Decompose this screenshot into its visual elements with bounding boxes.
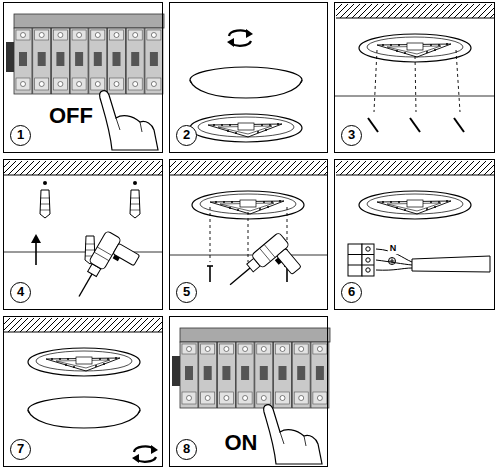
step-number: 4: [10, 282, 31, 303]
step-panel: 3: [334, 2, 495, 153]
step-panel: 7: [3, 316, 163, 467]
step-label: OFF: [47, 104, 95, 128]
step-panel: 6N: [334, 159, 495, 310]
step-panel: 4: [3, 159, 163, 310]
step-panel: 2: [169, 2, 328, 153]
step-number: 2: [176, 125, 197, 146]
step-number: 1: [10, 125, 31, 146]
step-label: ON: [223, 431, 260, 455]
step-number: 5: [176, 282, 197, 303]
step-panel: 1 OFF: [3, 2, 163, 153]
step-number: 3: [341, 125, 362, 146]
step-number: 8: [176, 439, 197, 460]
step-number: 6: [341, 282, 362, 303]
step-label: N: [388, 244, 399, 254]
step-panel: 8 ON: [169, 316, 328, 467]
step-number: 7: [10, 439, 31, 460]
step-panel: 5: [169, 159, 328, 310]
